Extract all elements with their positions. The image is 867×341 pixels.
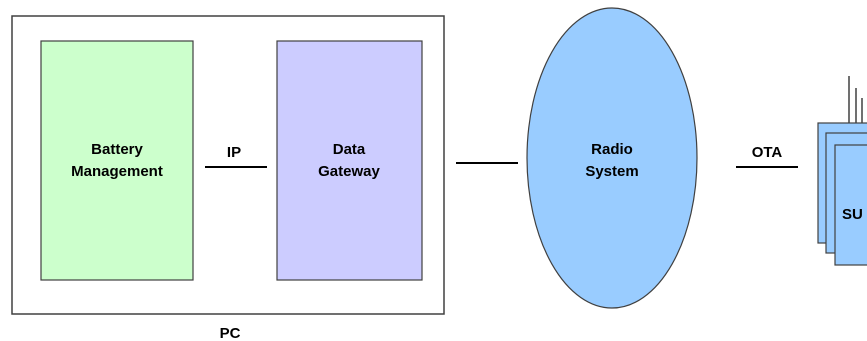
su-label: SU bbox=[842, 206, 863, 223]
ota-label: OTA bbox=[752, 144, 783, 161]
data-gateway-label-line2: Gateway bbox=[318, 163, 380, 180]
subscriber-units-stack: SU bbox=[817, 76, 867, 266]
radio-system-label-line2: System bbox=[585, 163, 638, 180]
ip-label: IP bbox=[227, 144, 241, 161]
battery-management-label-line2: Management bbox=[71, 163, 163, 180]
subscriber-unit-front bbox=[834, 144, 867, 266]
battery-management-box bbox=[40, 40, 194, 281]
data-gateway-label-line1: Data bbox=[333, 141, 366, 158]
battery-management-label-line1: Battery bbox=[91, 141, 143, 158]
radio-system-ellipse bbox=[526, 7, 698, 309]
pc-label: PC bbox=[220, 325, 241, 341]
radio-system-label-line1: Radio bbox=[591, 141, 633, 158]
data-gateway-box bbox=[276, 40, 423, 281]
